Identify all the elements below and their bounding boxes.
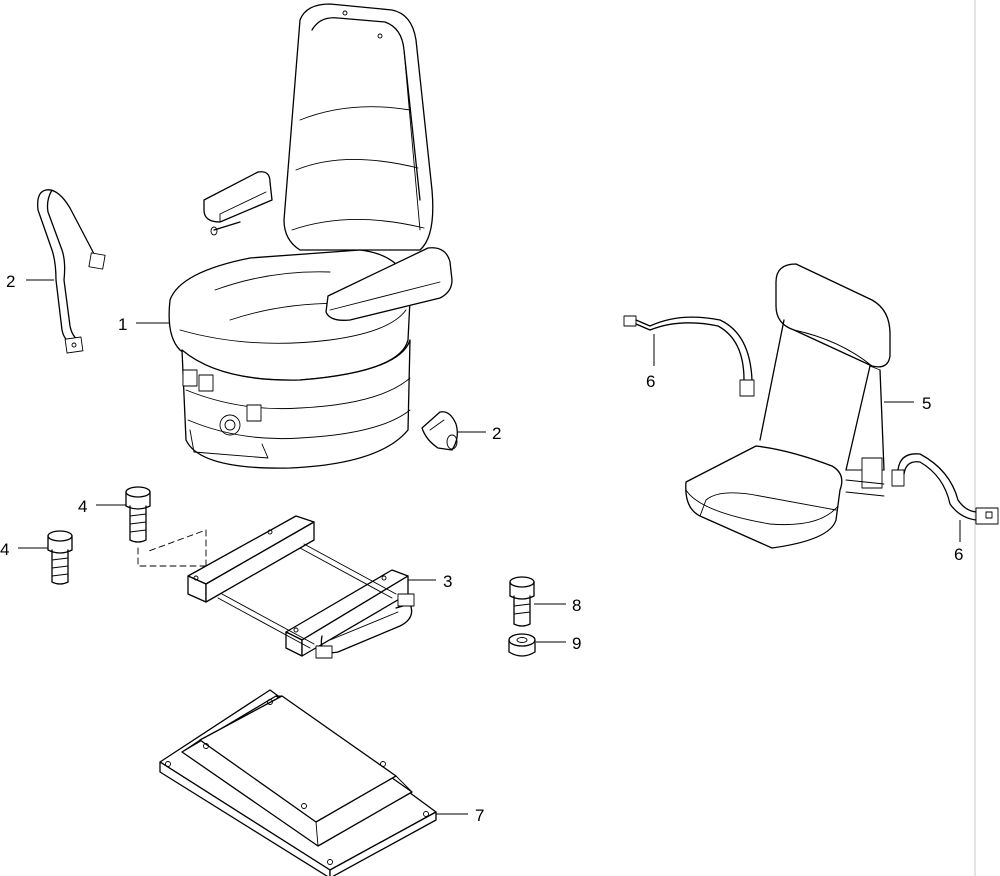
callout-4-lower: 4 xyxy=(0,540,9,559)
driver-seat xyxy=(168,3,453,469)
callout-9: 9 xyxy=(572,634,581,653)
callout-3: 3 xyxy=(443,572,452,591)
passenger-belt-upper xyxy=(623,315,755,397)
callout-4-upper: 4 xyxy=(78,497,87,516)
callout-5: 5 xyxy=(922,394,931,413)
seat-slide-rails xyxy=(187,515,415,659)
seat-belt-buckle xyxy=(421,411,458,451)
spacer-nut xyxy=(508,633,536,657)
screw-lower xyxy=(47,530,73,585)
callout-6-upper: 6 xyxy=(646,372,655,391)
bolt xyxy=(509,576,535,627)
screw-upper xyxy=(125,486,207,567)
callout-8: 8 xyxy=(572,596,581,615)
base-plate xyxy=(159,689,437,876)
seat-belt-strap xyxy=(37,189,106,354)
callout-6-lower: 6 xyxy=(954,545,963,564)
callout-2-strap: 2 xyxy=(6,272,15,291)
passenger-belt-lower xyxy=(891,453,999,525)
passenger-seat xyxy=(685,263,891,549)
callout-7: 7 xyxy=(475,806,484,825)
callout-2-buckle: 2 xyxy=(492,424,501,443)
callout-1: 1 xyxy=(118,315,127,334)
